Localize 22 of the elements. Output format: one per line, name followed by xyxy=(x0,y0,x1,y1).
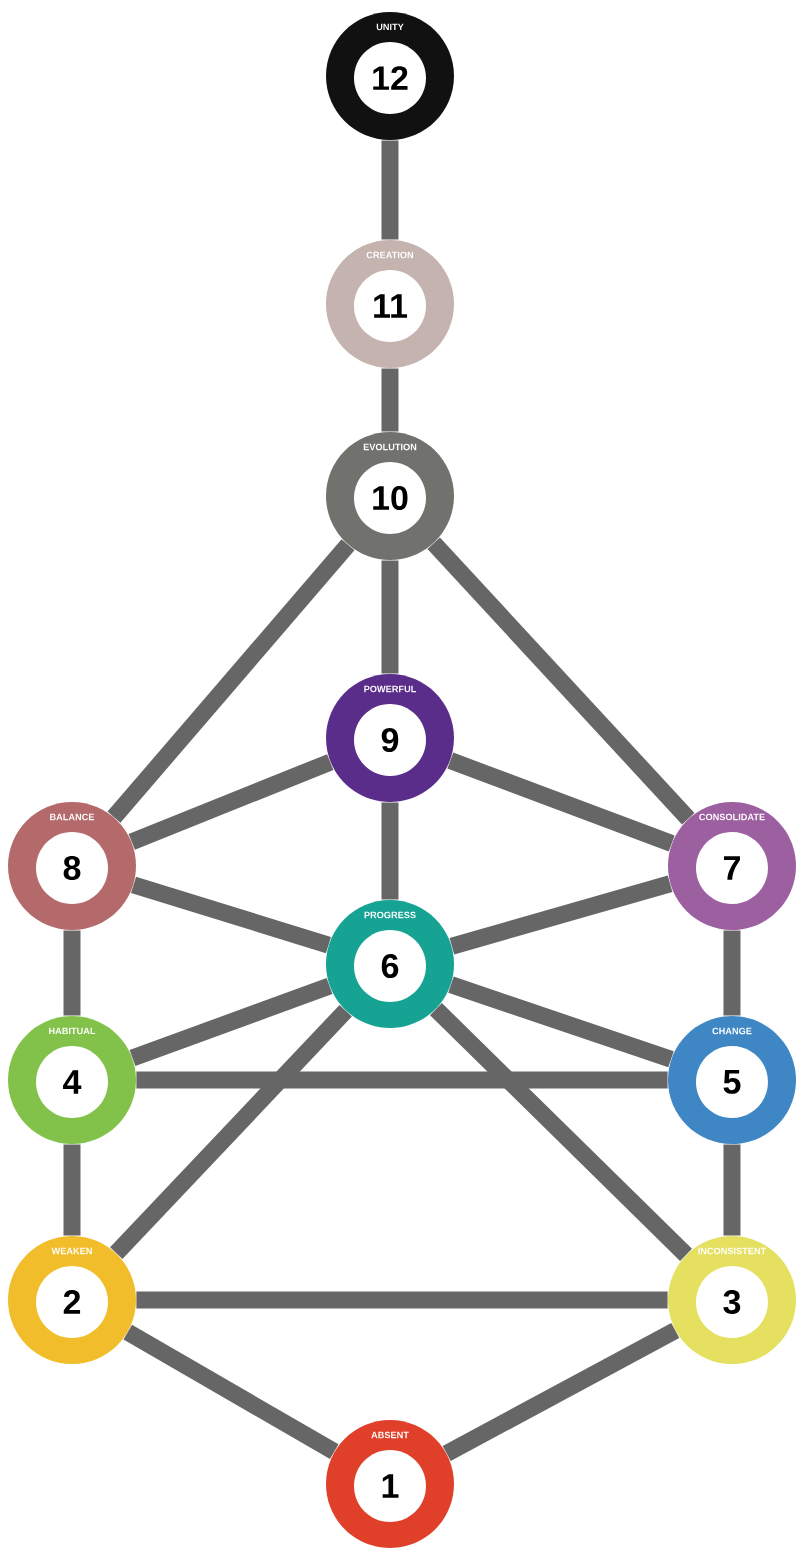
connector-line xyxy=(723,1144,741,1236)
connector-line xyxy=(136,1291,668,1309)
connector-line xyxy=(427,537,695,825)
connector-line xyxy=(129,978,333,1066)
connector-line xyxy=(429,1003,692,1261)
connector-line xyxy=(381,802,399,900)
connector-line xyxy=(381,368,399,432)
connector-line xyxy=(123,1324,339,1460)
connector-line xyxy=(63,1144,81,1236)
connector-line xyxy=(447,752,675,852)
connector-line xyxy=(442,1323,680,1461)
connector-line xyxy=(110,1004,352,1260)
connector-line xyxy=(128,754,334,850)
connector-line xyxy=(107,539,355,823)
connector-line xyxy=(381,140,399,240)
connector-line xyxy=(449,875,673,955)
connector-line xyxy=(448,976,674,1068)
connector-line xyxy=(136,1071,668,1089)
connector-line xyxy=(131,876,331,954)
connector-line xyxy=(63,930,81,1016)
connector-line xyxy=(723,930,741,1016)
connector-line xyxy=(381,560,399,674)
